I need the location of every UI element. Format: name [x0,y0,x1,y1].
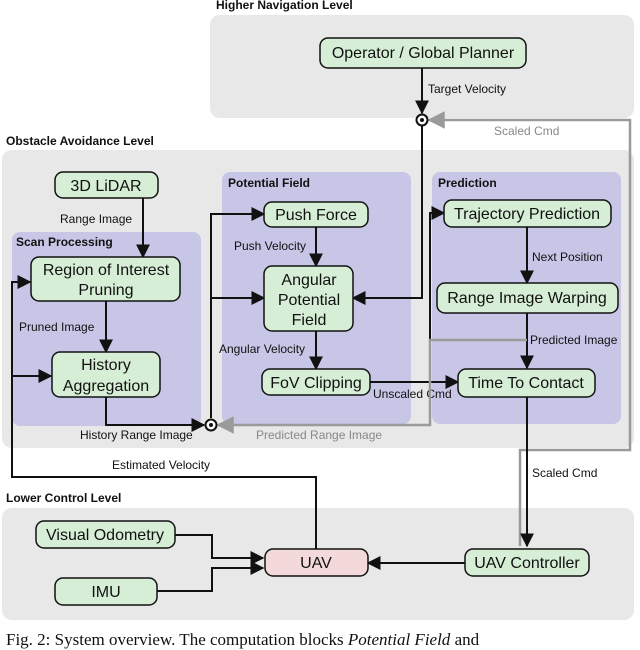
svg-text:Potential: Potential [278,292,340,309]
caption-emphasis: Potential Field [347,630,451,649]
node-fov-clipping: FoV Clipping [261,368,371,396]
svg-text:FoV Clipping: FoV Clipping [270,375,362,392]
higher-level-title: Higher Navigation Level [216,0,353,12]
label-range-image: Range Image [60,212,132,226]
node-history-aggregation: History Aggregation [51,351,161,398]
svg-text:Operator / Global Planner: Operator / Global Planner [332,45,515,62]
node-uav-controller: UAV Controller [464,548,590,577]
label-predicted-image: Predicted Image [530,333,618,347]
edge-history-junction [105,397,206,432]
node-roi-pruning: Region of Interest Pruning [30,256,181,302]
svg-text:Range Image Warping: Range Image Warping [447,290,607,307]
label-unscaled-cmd: Unscaled Cmd [373,387,452,401]
obstacle-level-title: Obstacle Avoidance Level [6,134,154,148]
node-range-image-warping: Range Image Warping [436,282,619,314]
potential-field-title: Potential Field [228,176,310,190]
label-angular-velocity: Angular Velocity [219,342,305,356]
label-pruned-image: Pruned Image [19,320,95,334]
edge-imu-uav [137,561,265,592]
label-scaled-cmd: Scaled Cmd [532,466,597,480]
edge-estimated-velocity [11,275,317,549]
prediction-title: Prediction [438,176,497,190]
scan-processing-title: Scan Processing [16,235,113,249]
node-imu: IMU [54,577,158,606]
label-predicted-range-image: Predicted Range Image [256,428,382,442]
svg-text:Push Force: Push Force [275,207,357,224]
edge-junction-push [210,207,266,418]
svg-text:Visual Odometry: Visual Odometry [46,527,164,544]
caption-prefix: Fig. 2: System overview. The computation… [6,630,348,649]
upper-summing-junction [415,113,429,127]
label-push-velocity: Push Velocity [234,239,306,253]
edge-scaled-cmd-feedback [427,111,632,546]
node-trajectory-prediction: Trajectory Prediction [443,199,612,228]
svg-text:Field: Field [292,312,327,329]
svg-text:History: History [81,357,131,374]
svg-text:Pruning: Pruning [78,282,133,299]
svg-text:IMU: IMU [91,584,120,601]
figure-caption: Fig. 2: System overview. The computation… [6,630,636,650]
label-next-position: Next Position [532,250,603,264]
label-history-range-image: History Range Image [80,428,193,442]
lower-level-title: Lower Control Level [6,491,121,505]
label-estimated-velocity: Estimated Velocity [112,458,210,472]
svg-text:Aggregation: Aggregation [63,378,149,395]
edge-fov-trajectory [415,206,446,383]
svg-text:UAV: UAV [300,555,332,572]
node-push-force: Push Force [263,201,369,228]
edge-vo-uav [175,534,265,565]
svg-text:Region of Interest: Region of Interest [43,262,170,279]
edge-predicted-feedback [216,338,527,434]
node-operator-global-planner: Operator / Global Planner [319,37,527,69]
svg-text:Trajectory Prediction: Trajectory Prediction [454,206,600,223]
svg-text:UAV Controller: UAV Controller [474,555,580,572]
edge-junction-apf [351,126,423,305]
caption-suffix: and [450,630,480,649]
node-angular-potential-field: Angular Potential Field [263,265,354,332]
node-time-to-contact: Time To Contact [457,368,596,398]
label-scaled-cmd-top: Scaled Cmd [494,124,559,138]
svg-text:Angular: Angular [281,272,337,289]
node-uav: UAV [264,548,369,577]
svg-text:3D LiDAR: 3D LiDAR [70,178,141,195]
node-visual-odometry: Visual Odometry [35,520,176,549]
lower-summing-junction [204,418,218,432]
node-3d-lidar: 3D LiDAR [54,171,159,199]
svg-text:Time To Contact: Time To Contact [468,375,584,392]
label-target-velocity: Target Velocity [428,82,506,96]
